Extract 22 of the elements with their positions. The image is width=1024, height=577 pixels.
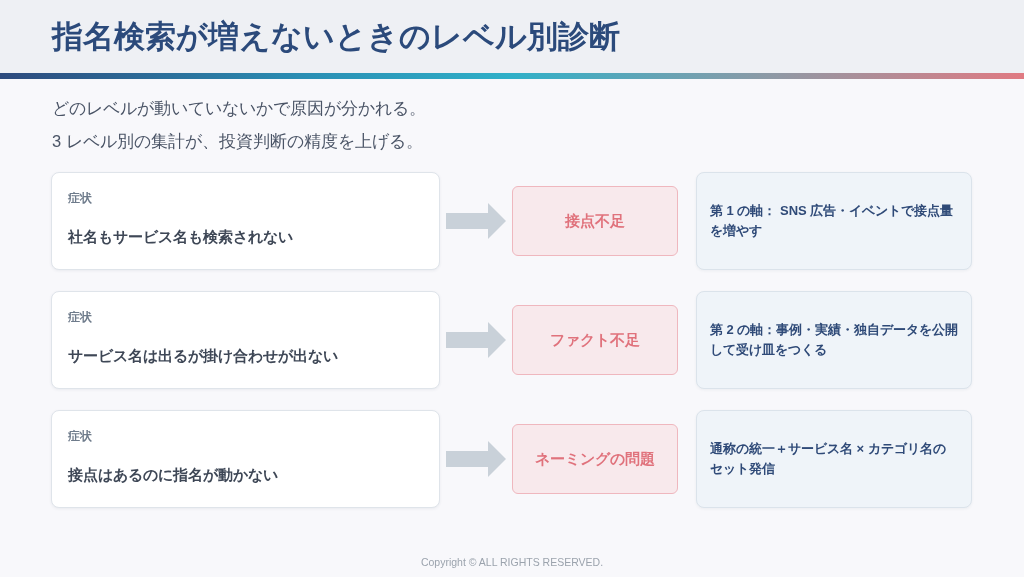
intro-text: どのレベルが動いていないかで原因が分かれる。 — [52, 98, 426, 119]
copyright-text: Copyright © ALL RIGHTS RESERVED. — [420, 555, 604, 569]
cause-box: ファクト不足 — [512, 305, 678, 375]
title: 指名検索が増えないときのレベル別診断 — [52, 18, 620, 56]
action-box: 第 2 の軸：事例・実績・独自データを公開して受け皿をつくる — [696, 291, 972, 389]
symptom-card — [51, 172, 440, 270]
symptom-text: 社名もサービス名も検索されない — [68, 227, 293, 247]
block-arrow — [446, 203, 506, 239]
symptom-text: サービス名は出るが掛け合わせが出ない — [68, 346, 338, 366]
cause-box: ネーミングの問題 — [512, 424, 678, 494]
symptom-text: 接点はあるのに指名が動かない — [68, 465, 278, 485]
symptom-card — [51, 410, 440, 508]
card-label: 症状 — [68, 310, 92, 325]
symptom-card — [51, 291, 440, 389]
block-arrow — [446, 441, 506, 477]
cause-box: 接点不足 — [512, 186, 678, 256]
card-label: 症状 — [68, 191, 92, 206]
intro-text: 3 レベル別の集計が、投資判断の精度を上げる。 — [52, 131, 423, 152]
action-box: 通称の統一＋サービス名 × カテゴリ名のセット発信 — [696, 410, 972, 508]
card-label: 症状 — [68, 429, 92, 444]
block-arrow — [446, 322, 506, 358]
action-box: 第 1 の軸： SNS 広告・イベントで接点量を増やす — [696, 172, 972, 270]
